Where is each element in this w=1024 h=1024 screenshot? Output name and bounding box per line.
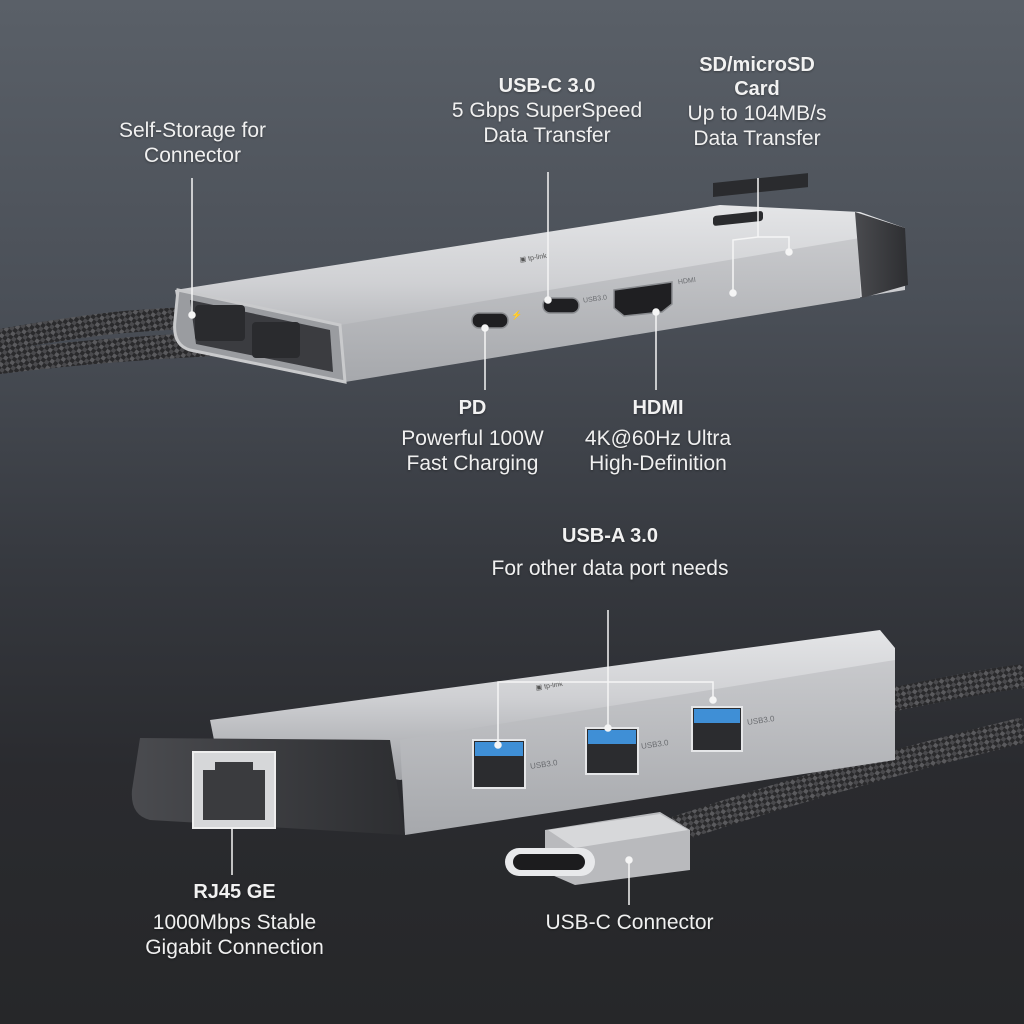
- callout-title: USB-C 3.0: [498, 75, 596, 97]
- top-leader-lines: [188, 172, 793, 390]
- stored-usbc-head-2: [252, 322, 300, 358]
- callout-desc: Up to 104MB/s: [687, 102, 827, 125]
- usbc-30-port: [542, 297, 580, 314]
- callout-sd-card: SD/microSD Card Up to 104MB/s Data Trans…: [672, 53, 842, 151]
- callout-desc: For other data port needs: [491, 557, 729, 580]
- callout-desc: Connector: [144, 144, 241, 168]
- callout-title: HDMI: [632, 397, 684, 419]
- callout-rj45: RJ45 GE 1000Mbps Stable Gigabit Connecti…: [122, 880, 347, 960]
- pd-lightning-icon: ⚡: [511, 310, 523, 320]
- callout-desc: Fast Charging: [406, 452, 539, 476]
- braided-cable-bottom: [887, 664, 1024, 712]
- pd-usbc-port: [471, 312, 509, 329]
- top-hub: ▣ tp-link: [0, 173, 908, 384]
- hub-front-face-2: [400, 660, 895, 835]
- brand-logo-2: ▣ tp-link: [535, 681, 563, 692]
- rj45-socket: [203, 762, 265, 820]
- braided-cable-usbc: [655, 717, 1024, 848]
- sd-card-slot: [713, 173, 808, 198]
- callout-pd: PD Powerful 100W Fast Charging: [380, 396, 565, 476]
- callout-desc: High-Definition: [589, 452, 727, 476]
- callout-title: RJ45 GE: [193, 881, 276, 903]
- hdmi-port: [613, 281, 673, 317]
- callout-title: Card: [734, 78, 780, 100]
- brand-logo: ▣ tp-link: [519, 253, 547, 264]
- usba-port-2: [585, 727, 639, 775]
- stored-usbc-head: [195, 305, 245, 341]
- hub-front-face: [340, 238, 860, 382]
- usba-port-3: [691, 706, 743, 752]
- callout-desc: 1000Mbps Stable: [152, 911, 317, 934]
- callout-desc: 4K@60Hz Ultra: [584, 427, 732, 450]
- bottom-hub: ▣ tp-link: [131, 630, 1024, 885]
- hub-right-endcap: [855, 212, 908, 298]
- callout-usbc-connector: USB-C Connector: [522, 910, 737, 935]
- callout-desc: 5 Gbps SuperSpeed: [451, 99, 643, 122]
- bottom-leader-lines: [231, 610, 717, 905]
- callout-desc: Data Transfer: [693, 127, 821, 151]
- callout-self-storage: Self-Storage for Connector: [100, 118, 285, 168]
- callout-hdmi: HDMI 4K@60Hz Ultra High-Definition: [568, 396, 748, 476]
- callout-usbc-30: USB-C 3.0 5 Gbps SuperSpeed Data Transfe…: [432, 74, 662, 148]
- callout-desc: Gigabit Connection: [145, 936, 324, 960]
- callout-title: PD: [458, 397, 487, 419]
- callout-desc: USB-C Connector: [545, 911, 714, 934]
- callout-desc: Self-Storage for: [118, 119, 267, 142]
- callout-title: USB-A 3.0: [562, 525, 658, 547]
- callout-desc: Data Transfer: [483, 124, 611, 148]
- callout-desc: Powerful 100W: [401, 427, 544, 450]
- callout-usba-30: USB-A 3.0 For other data port needs: [455, 524, 765, 581]
- usbc-connector-plug: [505, 812, 690, 885]
- callout-title: SD/microSD: [699, 54, 815, 76]
- microsd-card-slot: [713, 211, 763, 226]
